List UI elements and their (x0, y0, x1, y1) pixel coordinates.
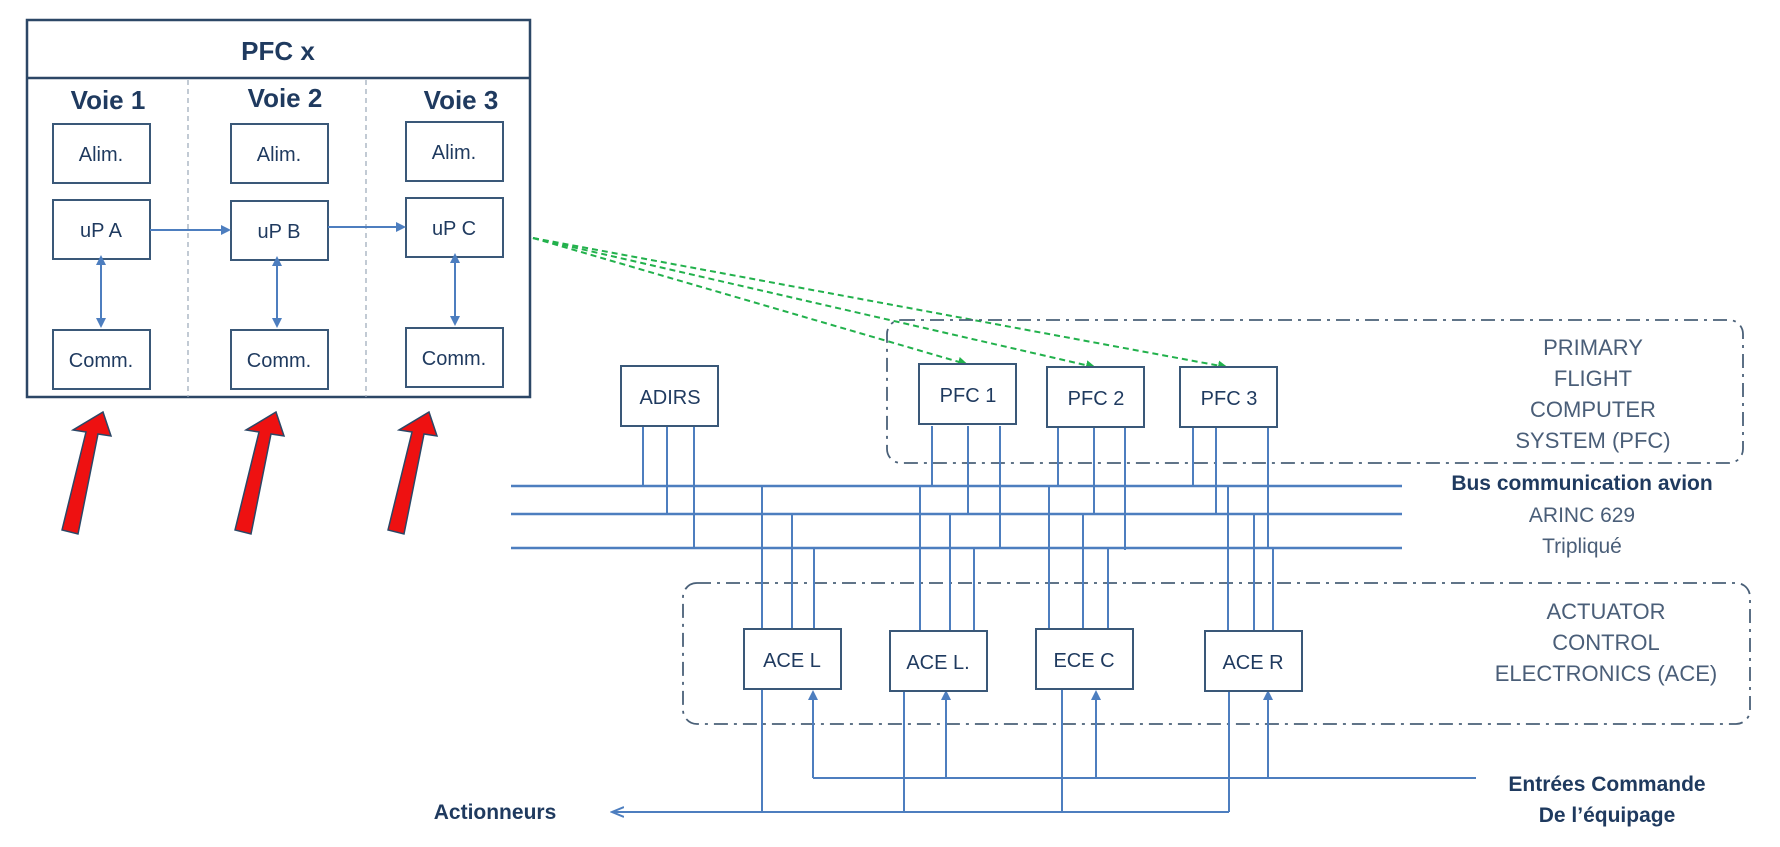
lane-3-comm-box (405, 327, 504, 388)
adirs-node: ADIRS (620, 365, 719, 427)
arinc-bus (511, 484, 1402, 550)
lane-3-alim-box (405, 121, 504, 182)
pfc-2-node: PFC 2 (1046, 366, 1145, 428)
lane-2-comm-box (230, 329, 329, 390)
crew-line-2: De l’équipage (1539, 804, 1676, 827)
bus-label: Bus communication avion ARINC 629 Tripli… (1451, 472, 1712, 558)
lane-3-up-box (405, 197, 504, 258)
lane-1-comm-label: Comm. (69, 350, 133, 372)
pfc-system-label: PRIMARY FLIGHT COMPUTER SYSTEM (PFC) (1515, 335, 1670, 453)
red-input-arrows (61, 410, 439, 535)
lane-2-label: Voie 2 (248, 83, 323, 113)
lane-1-up-label: uP A (80, 220, 123, 242)
ace-system-line-3: ELECTRONICS (ACE) (1495, 661, 1717, 686)
red-arrow-icon (234, 410, 286, 535)
ace-system-label: ACTUATOR CONTROL ELECTRONICS (ACE) (1495, 599, 1717, 686)
lane-1-alim-box (52, 123, 151, 184)
pfc-system-line-3: COMPUTER (1530, 397, 1656, 422)
lane-2-alim-label: Alim. (257, 144, 301, 166)
crew-input-label: Entrées Commande De l’équipage (1508, 773, 1705, 827)
ece-c-node: ECE C (1035, 628, 1134, 690)
ace-l2-label: ACE L. (906, 652, 969, 674)
crew-line-1: Entrées Commande (1508, 773, 1705, 796)
lane-2-up-label: uP B (258, 221, 301, 243)
lane-3-up-label: uP C (432, 218, 476, 240)
lane-3-comm-label: Comm. (422, 348, 486, 370)
ace-r-label: ACE R (1222, 652, 1283, 674)
actuators-label: Actionneurs (434, 801, 557, 824)
ace-system-line-1: ACTUATOR (1547, 599, 1666, 624)
ace-system-group (682, 582, 1751, 725)
lane-2-alim-box (230, 123, 329, 184)
red-arrow-icon (61, 410, 113, 535)
ace-l-label: ACE L (763, 650, 821, 672)
pfc-1-node: PFC 1 (918, 363, 1017, 425)
lane-2-comm-label: Comm. (247, 350, 311, 372)
bus-line-3: Tripliqué (1542, 535, 1622, 558)
lane-3-label: Voie 3 (424, 85, 499, 115)
adirs-label: ADIRS (639, 387, 700, 409)
bus-drops (642, 424, 1274, 630)
lane-1-comm-box (52, 329, 151, 390)
ece-c-label: ECE C (1053, 650, 1114, 672)
pfc-system-line-1: PRIMARY (1543, 335, 1643, 360)
pfc-1-label: PFC 1 (940, 385, 997, 407)
ace-system-line-2: CONTROL (1552, 630, 1660, 655)
ace-l-node: ACE L (743, 628, 842, 690)
lane-1-label: Voie 1 (71, 85, 146, 115)
actuator-output-lines (612, 690, 1230, 812)
pfc-x-title: PFC x (241, 36, 315, 66)
crew-input-lines (808, 690, 1476, 779)
bus-line-2: ARINC 629 (1529, 504, 1635, 527)
pfc-system-line-4: SYSTEM (PFC) (1515, 428, 1670, 453)
pfc-system-line-2: FLIGHT (1554, 366, 1632, 391)
pfc-3-label: PFC 3 (1201, 388, 1258, 410)
red-arrow-icon (387, 410, 439, 535)
ace-l2-node: ACE L. (889, 630, 988, 692)
pfc-x-panel: PFC x Voie 1 Alim. uP A Comm. Voie 2 Ali… (25, 18, 532, 399)
ace-r-node: ACE R (1204, 630, 1303, 692)
green-links (532, 237, 1228, 371)
lane-1-alim-label: Alim. (79, 144, 123, 166)
pfc-system-group (886, 319, 1744, 464)
lane-3-alim-label: Alim. (432, 142, 476, 164)
bus-title: Bus communication avion (1451, 472, 1712, 495)
pfc-2-label: PFC 2 (1068, 388, 1125, 410)
lane-2-up-box (230, 200, 329, 261)
pfc-3-node: PFC 3 (1179, 366, 1278, 428)
